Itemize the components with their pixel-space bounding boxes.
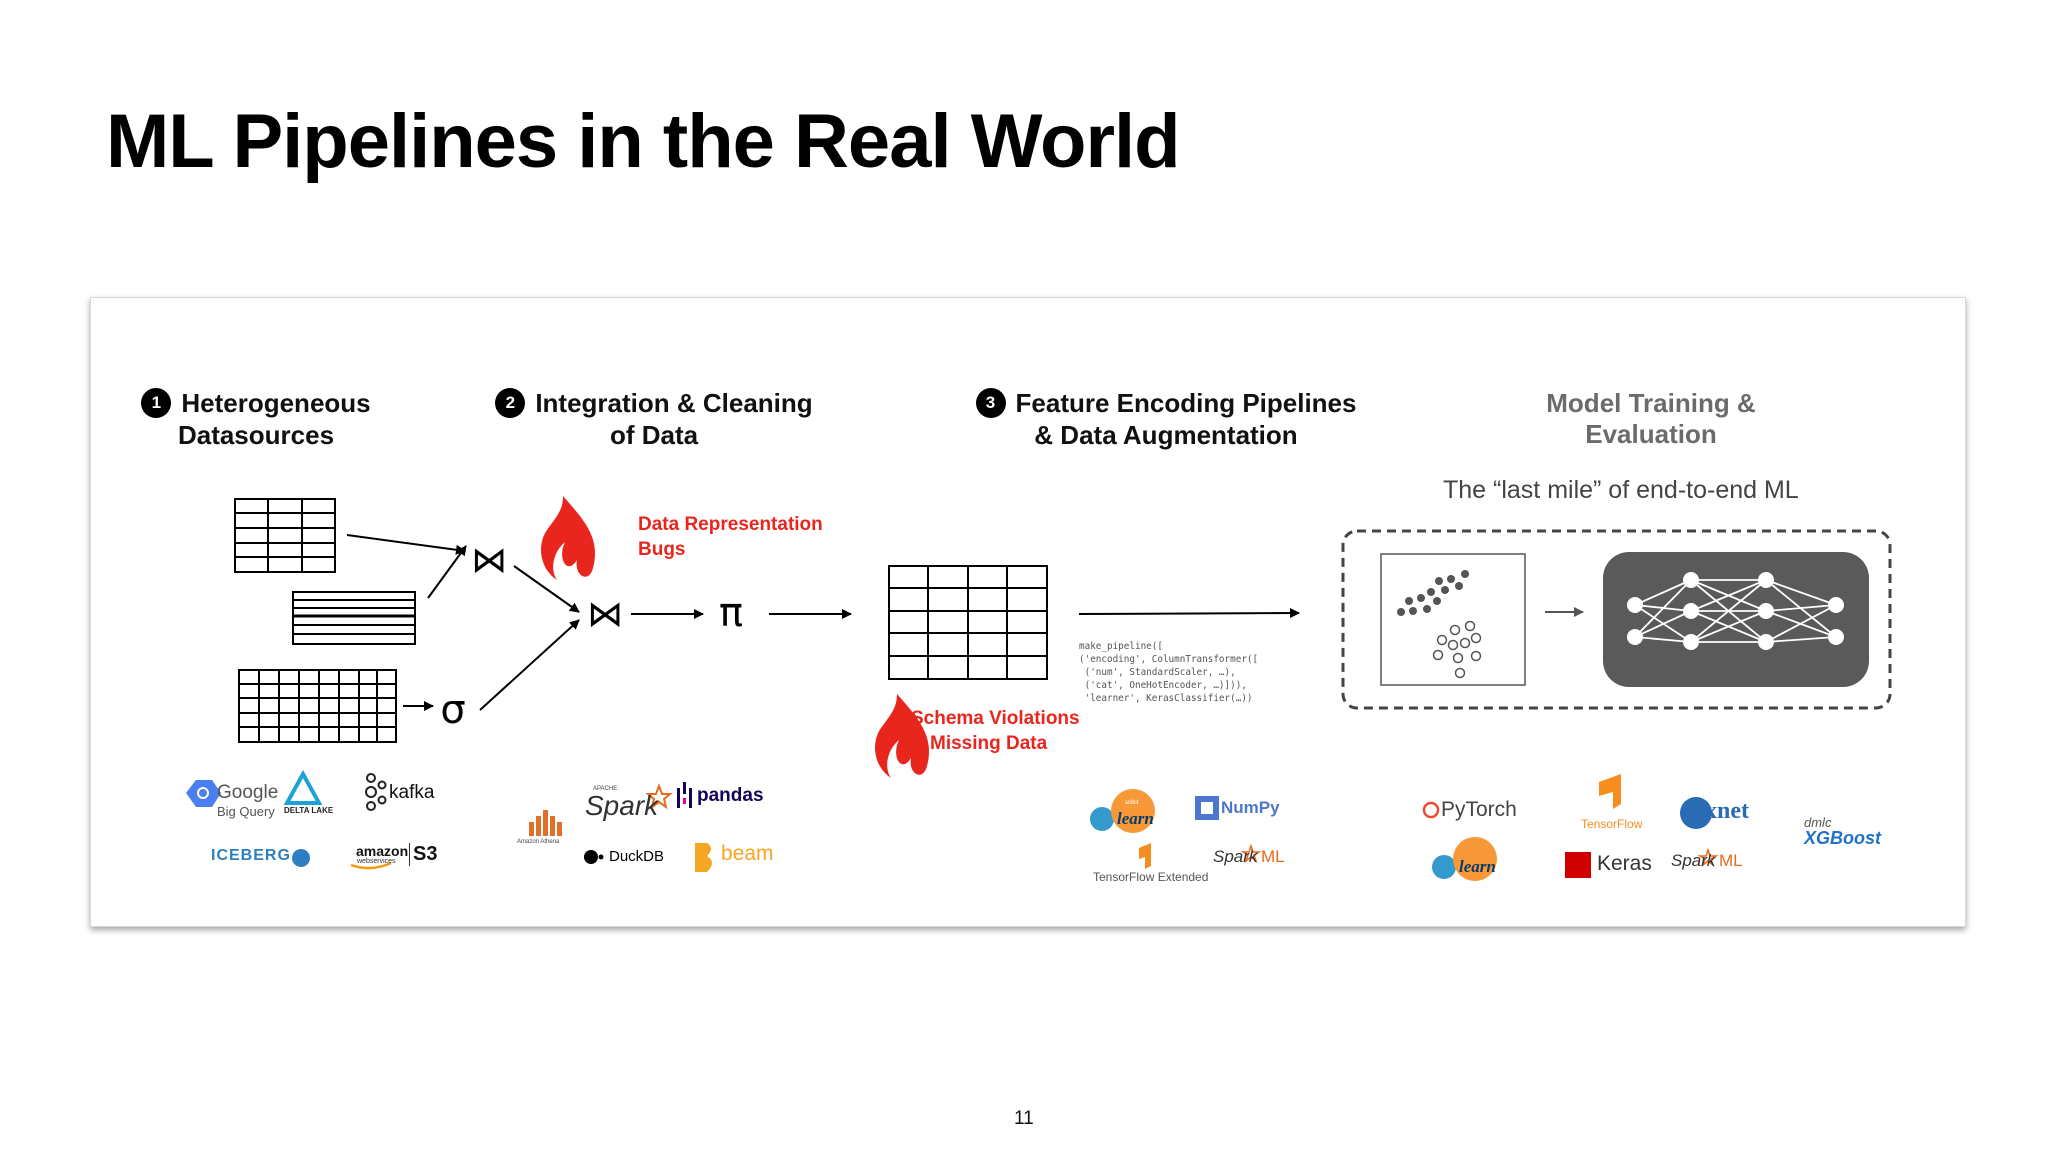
pytorch-logo-text: PyTorch [1441,798,1517,821]
join-operator-1: ⋈ [471,540,507,581]
source-table-1 [234,498,336,573]
spark-logo-text-2: Spark [1213,847,1258,866]
duckdb-logo-icon [584,850,604,864]
numpy-logo-icon [1195,796,1219,820]
mxnet-logo-icon [1680,797,1712,829]
spark-star-icon [645,783,673,810]
athena-logo-icon [529,810,562,836]
warning-representation-bugs: Data Representation Bugs [638,514,823,560]
sklearn-learn-text-2: learn [1459,857,1496,876]
pipeline-diagram: ⋈ ⋈ π σ [186,496,1892,881]
webservices-logo-text: webservices [357,858,396,865]
neural-network-icon [1603,552,1869,687]
sklearn-small-text: scikit [1125,800,1139,806]
pytorch-logo-icon [1422,801,1440,819]
warning-schema-violations: Schema Violations & Missing Data [911,708,1080,754]
google-logo-text: Google [217,782,279,803]
deltalake-logo-text: DELTA LAKE [284,806,334,815]
duckdb-logo-text: DuckDB [609,848,665,865]
bigquery-logo-text: Big Query [217,804,275,819]
last-mile-caption: The “last mile” of end-to-end ML [1443,476,1799,504]
spark-logo-text-3: Spark [1671,851,1716,870]
pandas-logo-text: pandas [697,785,764,806]
project-operator: π [719,590,743,636]
iceberg-logo-icon [292,849,310,867]
source-table-2 [292,591,416,645]
spark-star-icon-3 [1697,847,1719,868]
athena-logo-text: Amazon Athena [517,839,560,845]
stage-2-number: 2 [495,388,526,419]
deltalake-logo-icon [283,769,323,805]
kafka-logo-text: kafka [389,782,435,803]
keras-logo-text: Keras [1597,852,1652,875]
select-operator: σ [440,687,465,733]
numpy-logo-text: NumPy [1221,798,1280,817]
source-table-3 [238,669,397,743]
mxnet-logo-text: mxnet [1685,798,1749,824]
page-number: 11 [1014,1108,1034,1129]
flame-icon-1 [541,496,596,580]
sklearn-logo-icon-1 [1090,789,1155,833]
scatter-plot [1380,553,1526,686]
stage-4-heading: Model Training & Evaluation [1546,388,1756,449]
flow-arrows [346,534,1300,711]
slide-title: ML Pipelines in the Real World [106,99,1181,184]
beam-logo-icon [695,843,712,872]
spark-ml-text: ML [1261,847,1285,866]
dmlc-logo-text: dmlc [1804,815,1832,830]
tensorflow-logo-text: TensorFlow [1581,817,1643,831]
stage-3-number: 3 [975,388,1006,419]
tfx-logo-text: TensorFlow Extended [1093,870,1209,884]
keras-logo-icon [1565,852,1591,878]
aws-logo-icon [350,861,392,870]
apache-small-text: APACHE [593,786,618,792]
pipeline-code-snippet: make_pipeline([ ('encoding', ColumnTrans… [1079,641,1259,704]
spark-ml-text-2: ML [1719,851,1743,870]
bigquery-logo-icon [186,780,221,807]
pandas-logo-icon [677,782,692,808]
last-mile-box [1341,529,1892,710]
amazon-logo-text: amazon [356,843,409,859]
iceberg-logo-text: ICEBERG [211,847,291,864]
beam-logo-text: beam [721,842,774,865]
xgboost-logo-text: XGBoost [1804,828,1882,848]
tfx-logo-icon [1139,843,1151,869]
feature-table [888,565,1048,680]
stage-1-number: 1 [141,388,172,419]
kafka-logo-icon [365,773,387,811]
sklearn-learn-text: learn [1117,809,1154,828]
tensorflow-logo-icon [1599,774,1621,809]
sklearn-logo-icon-2 [1432,837,1497,881]
spark-star-icon-2 [1240,843,1262,864]
join-operator-2: ⋈ [587,594,623,635]
spark-logo-text: Spark [585,790,659,821]
s3-logo-text: S3 [409,843,437,866]
flame-icon-2 [875,694,930,778]
